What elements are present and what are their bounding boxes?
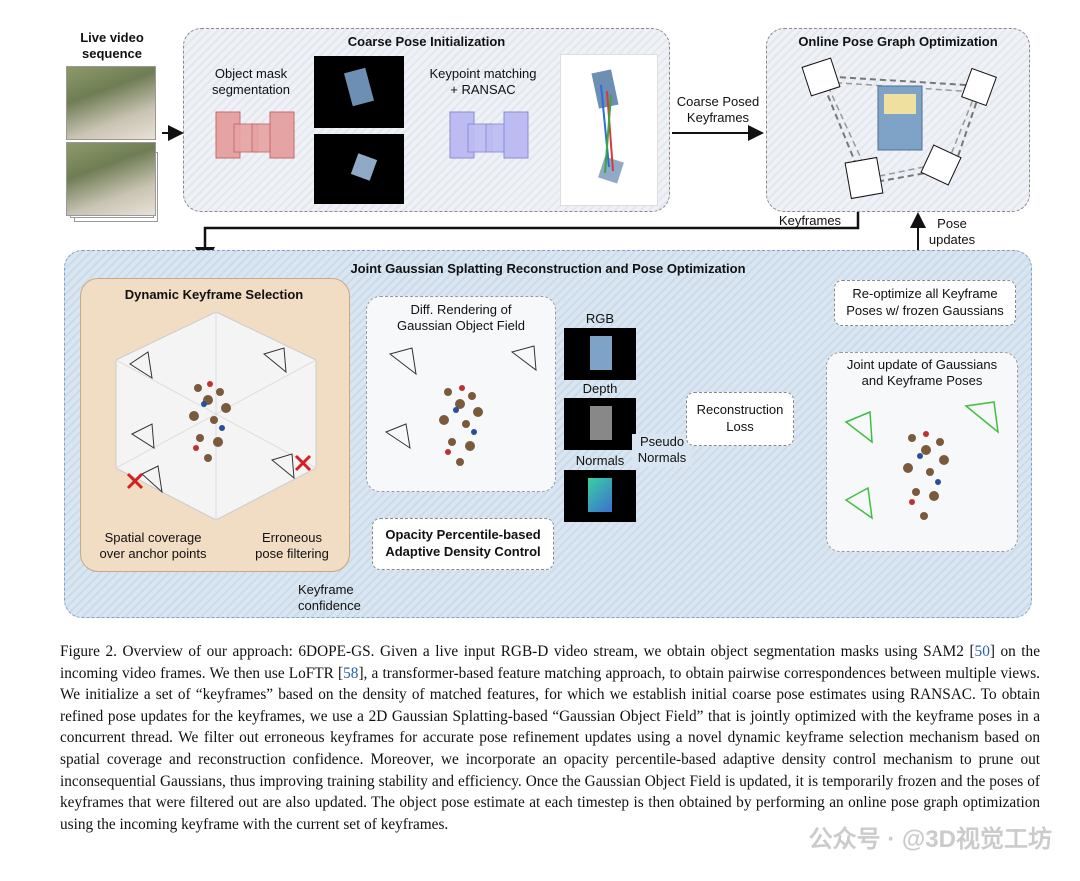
segmentation-network-icon <box>215 111 295 159</box>
caption-part-2: ] on the incoming video frames. We then … <box>60 643 1040 682</box>
normals-label: Normals <box>575 453 625 468</box>
pose-graph-visualization <box>801 57 997 200</box>
caption-part-3: ], a transformer-based feature matching … <box>60 664 1040 833</box>
caption-ref-58[interactable]: 58 <box>343 664 359 682</box>
gaussian-field-visualization <box>384 345 537 466</box>
keyframes-label: Keyframes <box>778 213 842 228</box>
joint-update-label: Joint update of Gaussians and Keyframe P… <box>846 357 998 389</box>
coarse-pose-title: Coarse Pose Initialization <box>347 34 506 49</box>
keyframe-confidence-label: Keyframe confidence <box>298 582 361 614</box>
caption-ref-50[interactable]: 50 <box>974 643 990 660</box>
matching-visualization <box>560 54 658 206</box>
depth-label: Depth <box>582 381 618 396</box>
rgb-label: RGB <box>585 311 615 326</box>
spatial-coverage-label: Spatial coverage over anchor points <box>99 530 207 562</box>
keypoint-matching-label: Keypoint matching + RANSAC <box>429 66 537 98</box>
live-video-label: Live video sequence <box>80 30 144 61</box>
diff-rendering-label: Diff. Rendering of Gaussian Object Field <box>397 302 525 334</box>
normals-render <box>564 470 636 522</box>
watermark: 公众号 · @3D视觉工坊 <box>808 826 1052 853</box>
erroneous-filtering-label: Erroneous pose filtering <box>255 530 329 562</box>
matching-network-icon <box>449 111 529 159</box>
object-mask-label: Object mask segmentation <box>211 66 291 98</box>
pseudo-normals-label: Pseudo Normals <box>632 434 692 467</box>
coarse-posed-keyframes-label: Coarse Posed Keyframes <box>676 94 760 126</box>
pose-updates-label: Pose updates <box>928 216 976 248</box>
joint-update-visualization <box>844 401 999 520</box>
video-frame-1 <box>66 66 156 140</box>
figure-caption: Figure 2. Overview of our approach: 6DOP… <box>60 641 1040 835</box>
caption-part-1: Figure 2. Overview of our approach: 6DOP… <box>60 643 975 660</box>
reconstruction-loss-box: Reconstruction Loss <box>686 392 794 446</box>
joint-optimization-title: Joint Gaussian Splatting Reconstruction … <box>350 261 746 276</box>
video-frame-2 <box>66 142 156 216</box>
anchor-sphere-visualization <box>115 311 317 521</box>
reoptimize-box: Re-optimize all Keyframe Poses w/ frozen… <box>834 280 1016 326</box>
rgb-render <box>564 328 636 380</box>
dynamic-keyframe-title: Dynamic Keyframe Selection <box>124 287 304 302</box>
online-pose-graph-title: Online Pose Graph Optimization <box>798 34 998 49</box>
depth-render <box>564 398 636 450</box>
opacity-control-box: Opacity Percentile-based Adaptive Densit… <box>372 518 554 570</box>
